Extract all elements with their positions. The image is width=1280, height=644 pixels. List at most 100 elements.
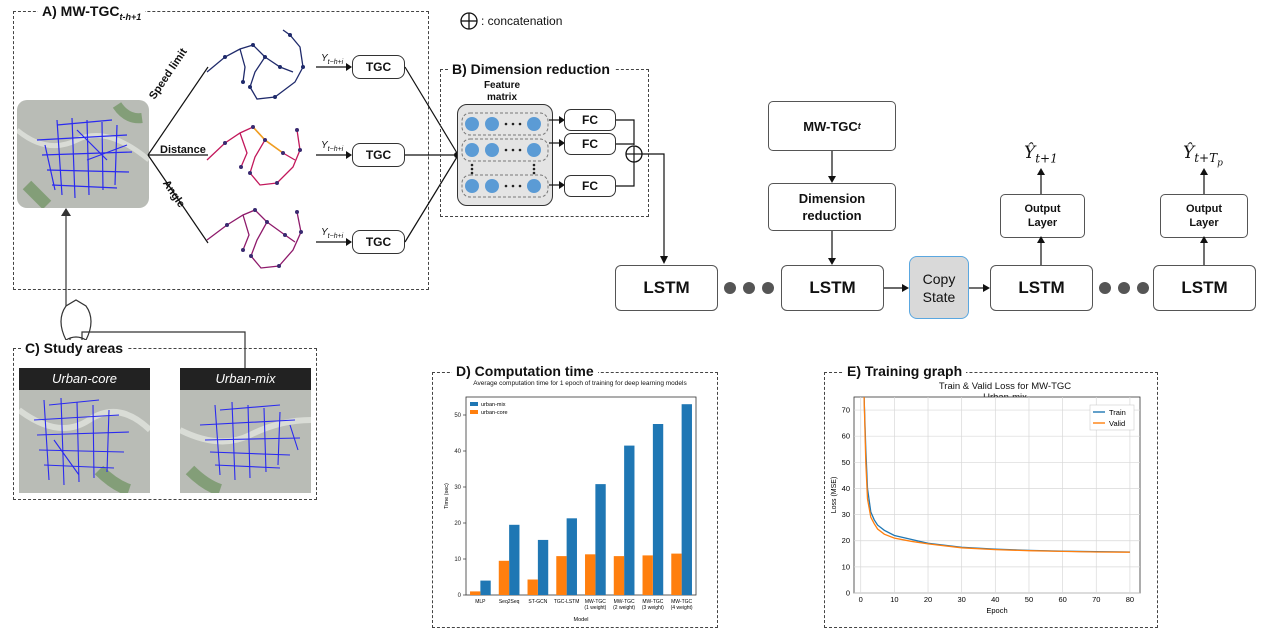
arrows-to-tgc xyxy=(316,63,352,246)
graph-speed-limit xyxy=(206,29,305,100)
y-tick-label: 40 xyxy=(842,484,850,493)
computation-chart-title: Average computation time for 1 epoch of … xyxy=(473,380,687,387)
bar-urban-core xyxy=(470,591,481,595)
y-tick-label: 0 xyxy=(458,593,462,599)
y-tick-label: 0 xyxy=(846,589,850,598)
tgc-block-2: TGC xyxy=(352,143,405,167)
prediction-label-2: Ŷt+Tp xyxy=(1183,143,1223,169)
x-tick-label: 80 xyxy=(1126,595,1134,604)
bar-urban-mix xyxy=(681,404,692,595)
dimension-reduction-box: Dimension reduction xyxy=(768,183,896,231)
y-axis-label: Loss (MSE) xyxy=(831,477,838,514)
legend-box xyxy=(1089,404,1135,431)
feature-matrix xyxy=(457,104,553,206)
bar-urban-mix xyxy=(595,484,606,595)
y-tick-label: 50 xyxy=(842,458,850,467)
y-tick-label: 30 xyxy=(842,510,850,519)
lstm-block-1: LSTM xyxy=(615,265,718,311)
y-tick-label: 30 xyxy=(454,485,461,491)
concat-connector xyxy=(616,119,668,264)
x-tick-label: MW-TGC xyxy=(585,599,606,605)
section-a-box xyxy=(13,11,429,290)
prediction-label-1: Ŷt+1 xyxy=(1024,143,1058,166)
x-axis-label: Epoch xyxy=(986,606,1007,615)
tgc-block-1: TGC xyxy=(352,55,405,79)
bar-urban-mix xyxy=(566,518,577,595)
section-b-title: B) Dimension reduction xyxy=(448,61,614,77)
bar-urban-mix xyxy=(652,424,664,595)
bar-urban-core xyxy=(556,556,567,595)
section-e-box xyxy=(824,372,1158,628)
x-tick-label: MW-TGC xyxy=(642,599,663,605)
section-c-title: C) Study areas xyxy=(21,340,128,356)
branch-lines xyxy=(147,66,209,244)
section-d-title: D) Computation time xyxy=(452,363,598,379)
legend-swatch xyxy=(470,402,478,406)
lstm-block-3: LSTM xyxy=(990,265,1093,311)
feature-to-fc-arrows xyxy=(549,116,565,189)
branch-label-distance: Distance xyxy=(160,144,206,156)
x-tick-label: TGC-LSTM xyxy=(554,599,580,605)
output-arrows xyxy=(1037,168,1208,265)
y-tick-label: 20 xyxy=(842,536,850,545)
bar-urban-core xyxy=(498,560,510,595)
y-label-3: Yt−h+i xyxy=(321,227,344,240)
y-label-1: Yt−h+i xyxy=(321,53,344,66)
fc-block-1: FC xyxy=(564,109,616,131)
x-tick-label: 30 xyxy=(957,595,965,604)
y-tick-label: 50 xyxy=(454,413,461,419)
output-layer-box-1: Output Layer xyxy=(1000,194,1085,238)
x-tick-label: 0 xyxy=(859,595,863,604)
arrow-to-map xyxy=(61,208,71,308)
bar-urban-mix xyxy=(480,580,491,595)
x-tick-label: (4 weight) xyxy=(671,605,693,611)
x-tick-label: MLP xyxy=(475,599,486,605)
road-network-graphic xyxy=(17,102,149,208)
lstm-block-4: LSTM xyxy=(1153,265,1256,311)
feature-matrix-graphic xyxy=(461,112,549,198)
y-tick-label: 70 xyxy=(842,406,850,415)
bar-urban-mix xyxy=(624,445,635,595)
bar-urban-mix xyxy=(537,539,549,595)
flow-vertical-arrows xyxy=(828,151,836,265)
y-tick-label: 20 xyxy=(454,521,461,527)
y-label-2: Yt−h+i xyxy=(321,140,344,153)
x-tick-label: MW-TGC xyxy=(671,599,692,605)
section-c-box xyxy=(13,348,317,500)
x-tick-label: 50 xyxy=(1025,595,1033,604)
y-tick-label: 60 xyxy=(842,432,850,441)
bar-urban-core xyxy=(613,556,625,595)
urban-mix-label: Urban-mix xyxy=(180,368,311,390)
x-tick-label: (1 weight) xyxy=(584,605,606,611)
y-tick-label: 10 xyxy=(842,562,850,571)
urban-mix-map: Urban-mix xyxy=(180,368,311,493)
x-tick-label: 60 xyxy=(1058,595,1066,604)
x-tick-label: MW-TGC xyxy=(614,599,635,605)
x-tick-label: ST-GCN xyxy=(528,599,547,605)
ellipsis-dots-1 xyxy=(724,282,774,294)
graph-angle xyxy=(206,208,303,269)
urban-core-map: Urban-core xyxy=(19,368,150,493)
copy-state-box: Copy State xyxy=(909,256,969,319)
fc-block-3: FC xyxy=(564,175,616,197)
x-tick-label: 10 xyxy=(890,595,898,604)
section-e-title: E) Training graph xyxy=(843,363,967,379)
bar-urban-core xyxy=(585,554,596,595)
x-tick-label: (3 weight) xyxy=(642,605,664,611)
x-tick-label: 40 xyxy=(991,595,999,604)
urban-mix-network xyxy=(180,401,311,493)
series-line-valid xyxy=(863,396,1130,553)
y-tick-label: 10 xyxy=(454,557,461,563)
study-area-map-main xyxy=(17,100,149,208)
legend-label: urban-mix xyxy=(481,402,506,408)
y-axis-label: Time (sec) xyxy=(444,483,450,509)
fc-block-2: FC xyxy=(564,133,616,155)
lstm-block-2: LSTM xyxy=(781,265,884,311)
training-chart-title-line1: Train & Valid Loss for MW-TGC xyxy=(938,381,1072,392)
x-tick-label: (2 weight) xyxy=(613,605,635,611)
legend-label: Valid xyxy=(1109,419,1125,428)
tgc-block-3: TGC xyxy=(352,230,405,254)
